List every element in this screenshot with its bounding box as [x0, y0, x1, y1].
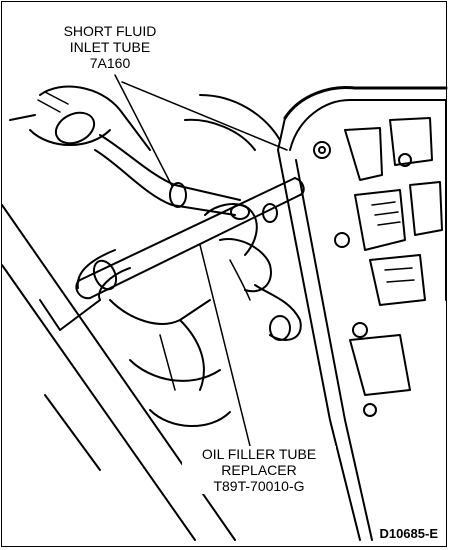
leader-lines: [114, 74, 288, 447]
tool-callout: OIL FILLER TUBE REPLACER T89T-70010-G: [182, 446, 336, 494]
valve-body: [277, 85, 448, 541]
tool-callout-line1: OIL FILLER TUBE: [201, 446, 317, 462]
tool-hand: [184, 94, 302, 341]
inlet-tube-part-number: 7A160: [89, 55, 131, 71]
tool-callout-line2: REPLACER: [221, 462, 297, 478]
lower-hand: [39, 299, 231, 427]
upper-hand: [9, 85, 151, 151]
figure-id: D10685-E: [379, 526, 438, 541]
replacer-tool: [75, 177, 305, 301]
inlet-tube: [94, 134, 241, 216]
inlet-tube-callout-line1: SHORT FLUID: [63, 23, 157, 39]
inlet-tube-callout-line2: INLET TUBE: [69, 39, 151, 55]
inlet-tube-callout: SHORT FLUID INLET TUBE 7A160: [44, 23, 176, 71]
tool-part-number: T89T-70010-G: [213, 478, 305, 494]
